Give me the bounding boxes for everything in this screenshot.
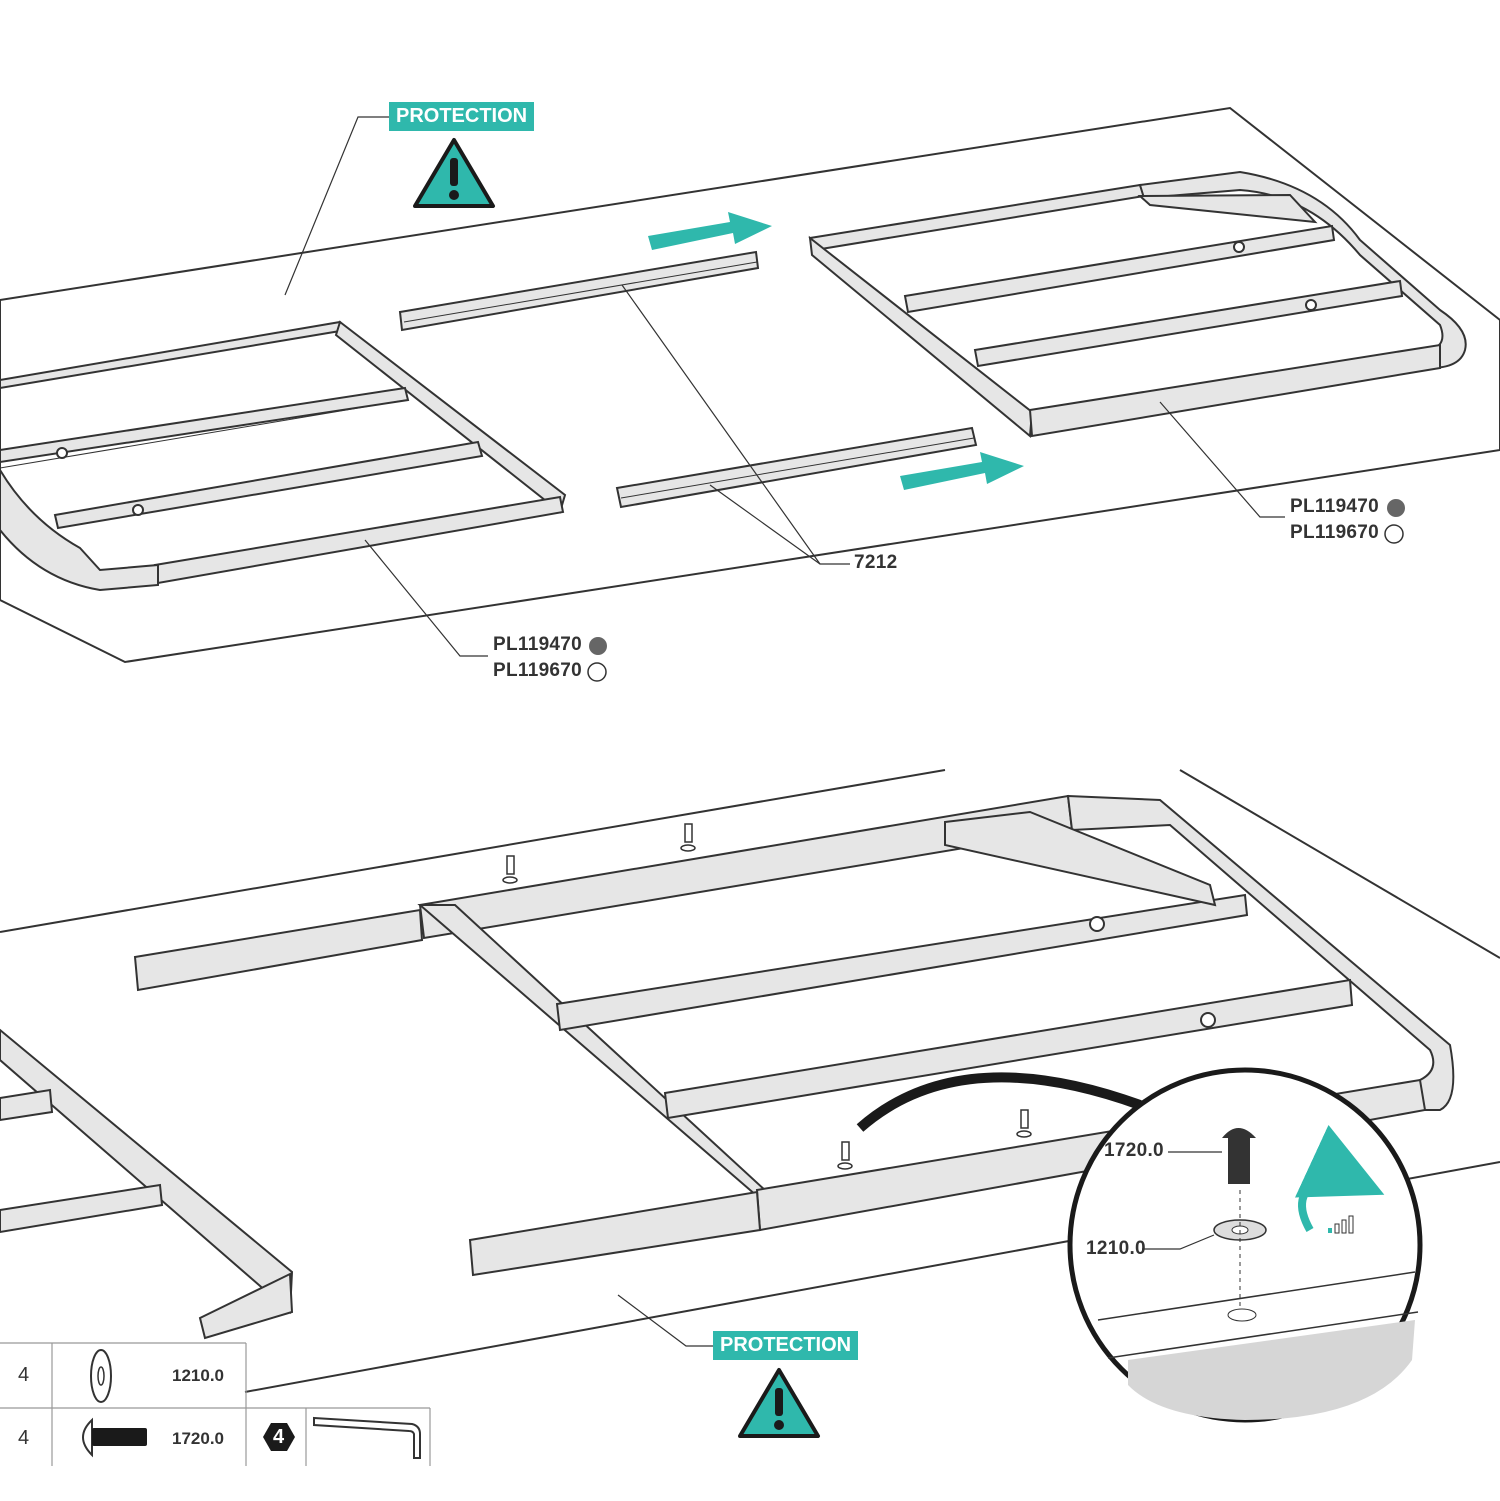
color-dot-dark bbox=[1387, 499, 1405, 517]
table-row-screw-qty: 4 bbox=[18, 1427, 30, 1449]
leader-lines-top bbox=[284, 116, 1285, 657]
color-dot-light bbox=[1384, 524, 1404, 544]
detail-screw-code: 1720.0 bbox=[1104, 1140, 1164, 1161]
color-dot-light bbox=[587, 662, 607, 682]
warning-triangle-bottom bbox=[738, 1368, 820, 1438]
frame-main-bottom bbox=[133, 794, 1455, 1277]
rail-part-code: 7212 bbox=[854, 552, 898, 573]
frame-left-code-light: PL119670 bbox=[493, 660, 583, 681]
frame-right-top bbox=[808, 170, 1467, 438]
screw-icon bbox=[82, 1417, 147, 1458]
bolt-markers bbox=[502, 823, 1032, 1170]
detail-washer-code: 1210.0 bbox=[1086, 1238, 1146, 1259]
frame-left-code-dark: PL119470 bbox=[493, 634, 583, 655]
hex-size-badge bbox=[263, 1423, 295, 1451]
frame-right-code-light: PL119670 bbox=[1290, 522, 1380, 543]
detail-zoom-circle bbox=[1067, 1067, 1423, 1423]
frame-right-code-dark: PL119470 bbox=[1290, 496, 1380, 517]
frame-left-bottom bbox=[0, 1028, 294, 1340]
parts-table bbox=[0, 1342, 431, 1466]
allen-key-icon bbox=[313, 1416, 421, 1459]
tool-size-label: 4 bbox=[273, 1426, 285, 1448]
rail-lower bbox=[615, 426, 978, 509]
leader-protection-bottom bbox=[617, 1294, 713, 1347]
protection-label-top: PROTECTION bbox=[389, 102, 535, 131]
torque-indicator-icon bbox=[1328, 1215, 1354, 1234]
arrow-lower bbox=[900, 452, 1024, 490]
rotate-icon bbox=[1294, 1124, 1385, 1232]
protection-label-bottom: PROTECTION bbox=[713, 1331, 859, 1360]
frame-left-top bbox=[0, 320, 567, 592]
arrow-upper bbox=[648, 212, 772, 250]
table-row-washer-qty: 4 bbox=[18, 1364, 30, 1386]
detail-callout-arc bbox=[856, 1072, 1142, 1132]
warning-triangle-top bbox=[413, 138, 495, 208]
table-row-screw-code: 1720.0 bbox=[172, 1429, 224, 1448]
color-dot-dark bbox=[589, 637, 607, 655]
washer-icon bbox=[90, 1349, 112, 1403]
rail-upper bbox=[398, 250, 760, 332]
table-row-washer-code: 1210.0 bbox=[172, 1366, 224, 1385]
floor-surface-top bbox=[0, 106, 1500, 664]
